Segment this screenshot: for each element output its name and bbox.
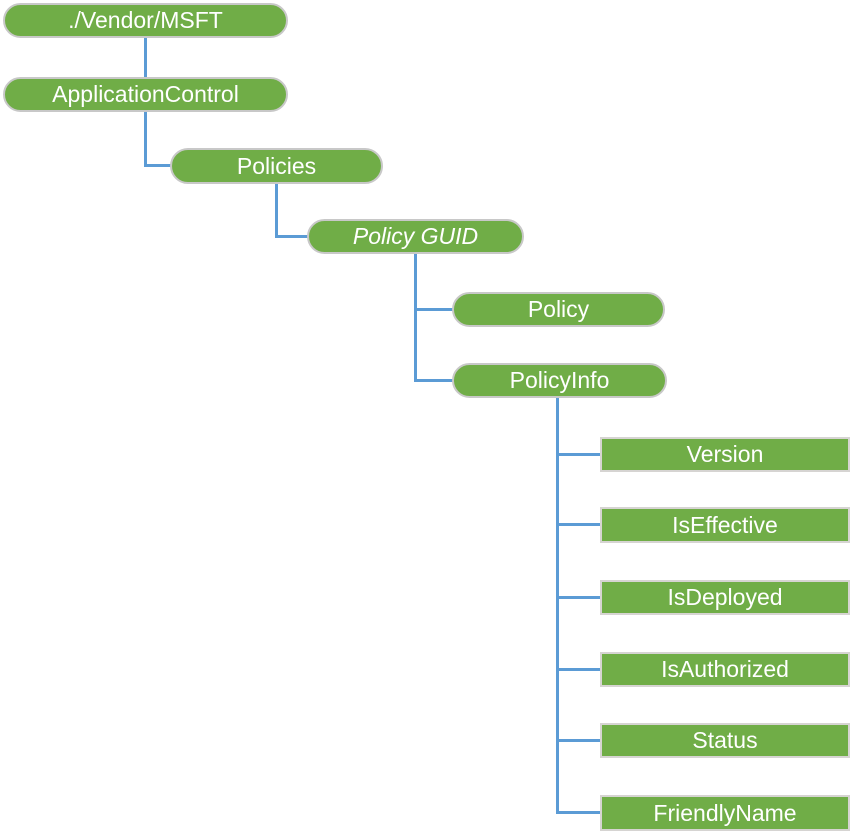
connector-policyinfo-to-version xyxy=(556,453,602,456)
connector-applicationcontrol-to-policies-vertical xyxy=(144,112,147,167)
connector-policyinfo-to-iseffective xyxy=(556,523,602,526)
connector-policies-to-policyguid-horizontal xyxy=(275,235,309,238)
connector-policyguid-to-policy xyxy=(414,308,454,311)
connector-policyinfo-to-isdeployed xyxy=(556,596,602,599)
tree-node-vendor-msft: ./Vendor/MSFT xyxy=(3,3,288,38)
tree-node-policies: Policies xyxy=(170,148,383,184)
tree-leaf-friendlyname: FriendlyName xyxy=(600,795,850,831)
tree-leaf-isauthorized: IsAuthorized xyxy=(600,652,850,687)
tree-leaf-status: Status xyxy=(600,723,850,758)
tree-leaf-iseffective: IsEffective xyxy=(600,507,850,543)
tree-node-applicationcontrol: ApplicationControl xyxy=(3,77,288,112)
tree-node-policyinfo: PolicyInfo xyxy=(452,363,667,398)
tree-leaf-version: Version xyxy=(600,437,850,472)
connector-policyinfo-to-status xyxy=(556,739,602,742)
tree-node-policy: Policy xyxy=(452,292,665,327)
connector-policyinfo-to-isauthorized xyxy=(556,668,602,671)
tree-node-policy-guid: Policy GUID xyxy=(307,219,524,254)
connector-policyguid-trunk xyxy=(414,254,417,382)
connector-vendor-to-applicationcontrol xyxy=(144,38,147,77)
connector-policyinfo-to-friendlyname xyxy=(556,811,602,814)
tree-leaf-isdeployed: IsDeployed xyxy=(600,580,850,615)
connector-policies-to-policyguid-vertical xyxy=(275,184,278,238)
connector-policyguid-to-policyinfo xyxy=(414,379,454,382)
connector-policyinfo-trunk xyxy=(556,398,559,814)
connector-applicationcontrol-to-policies-horizontal xyxy=(144,164,172,167)
